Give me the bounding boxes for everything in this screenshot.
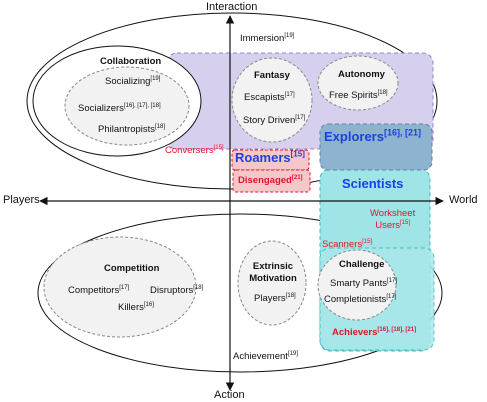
explorers-region: [319, 123, 433, 171]
disruptors-label: Disruptors[18]: [150, 284, 204, 296]
scientists-label: Scientists: [342, 176, 404, 191]
completionists-label: Completionists[17]: [324, 293, 397, 305]
philantropists-label: Philantropists[18]: [98, 123, 166, 135]
fantasy-title: Fantasy: [254, 70, 290, 81]
story-driven-label: Story Driven[17]: [243, 114, 306, 126]
challenge-ellipse: [317, 249, 397, 321]
free-spirits-label: Free Spirits[18]: [329, 89, 388, 101]
scanners-label: Scanners[15]: [322, 238, 373, 250]
collaboration-title: Collaboration: [100, 56, 162, 67]
autonomy-title: Autonomy: [338, 69, 385, 80]
conversers-label: Conversers[15]: [165, 144, 224, 156]
smarty-pants-label: Smarty Pants[17]: [330, 277, 398, 289]
achievers-label: Achievers[16], [18], [21]: [332, 326, 417, 338]
players-ext-label: Players[18]: [254, 292, 296, 304]
roamers-label: Roamers[15]: [235, 149, 305, 165]
worksheet-users-label: Worksheet Users[15]: [370, 208, 416, 231]
immersion-label: Immersion[19]: [240, 32, 295, 44]
disengaged-label: Disengaged[21]: [238, 174, 303, 186]
disengaged-box: [232, 169, 311, 193]
extrinsic-ellipse: [237, 240, 307, 326]
socializing-label: Socializing[19]: [105, 75, 161, 87]
socializing-ellipse: [64, 66, 190, 146]
socializers-label: Socializers[16], [17], [18]: [78, 102, 161, 114]
competition-ellipse: [43, 236, 197, 338]
escapists-label: Escapists[17]: [244, 91, 295, 103]
autonomy-ellipse: [317, 55, 399, 111]
axis-label-right: World: [449, 194, 478, 206]
fantasy-ellipse: [231, 57, 313, 143]
achievement-ellipse: [37, 213, 443, 373]
extrinsic-title: Extrinsic Motivation: [249, 261, 297, 284]
axis-label-left: Players: [3, 194, 40, 206]
axis-label-bottom: Action: [214, 389, 245, 401]
axis-label-top: Interaction: [206, 1, 258, 13]
achievement-label: Achievement[19]: [233, 350, 298, 362]
challenge-title: Challenge: [339, 259, 385, 270]
killers-label: Killers[16]: [118, 301, 154, 313]
explorers-label: Explorers[16], [21]: [324, 127, 421, 144]
competition-title: Competition: [104, 263, 160, 274]
competitors-label: Competitors[17]: [68, 284, 130, 296]
